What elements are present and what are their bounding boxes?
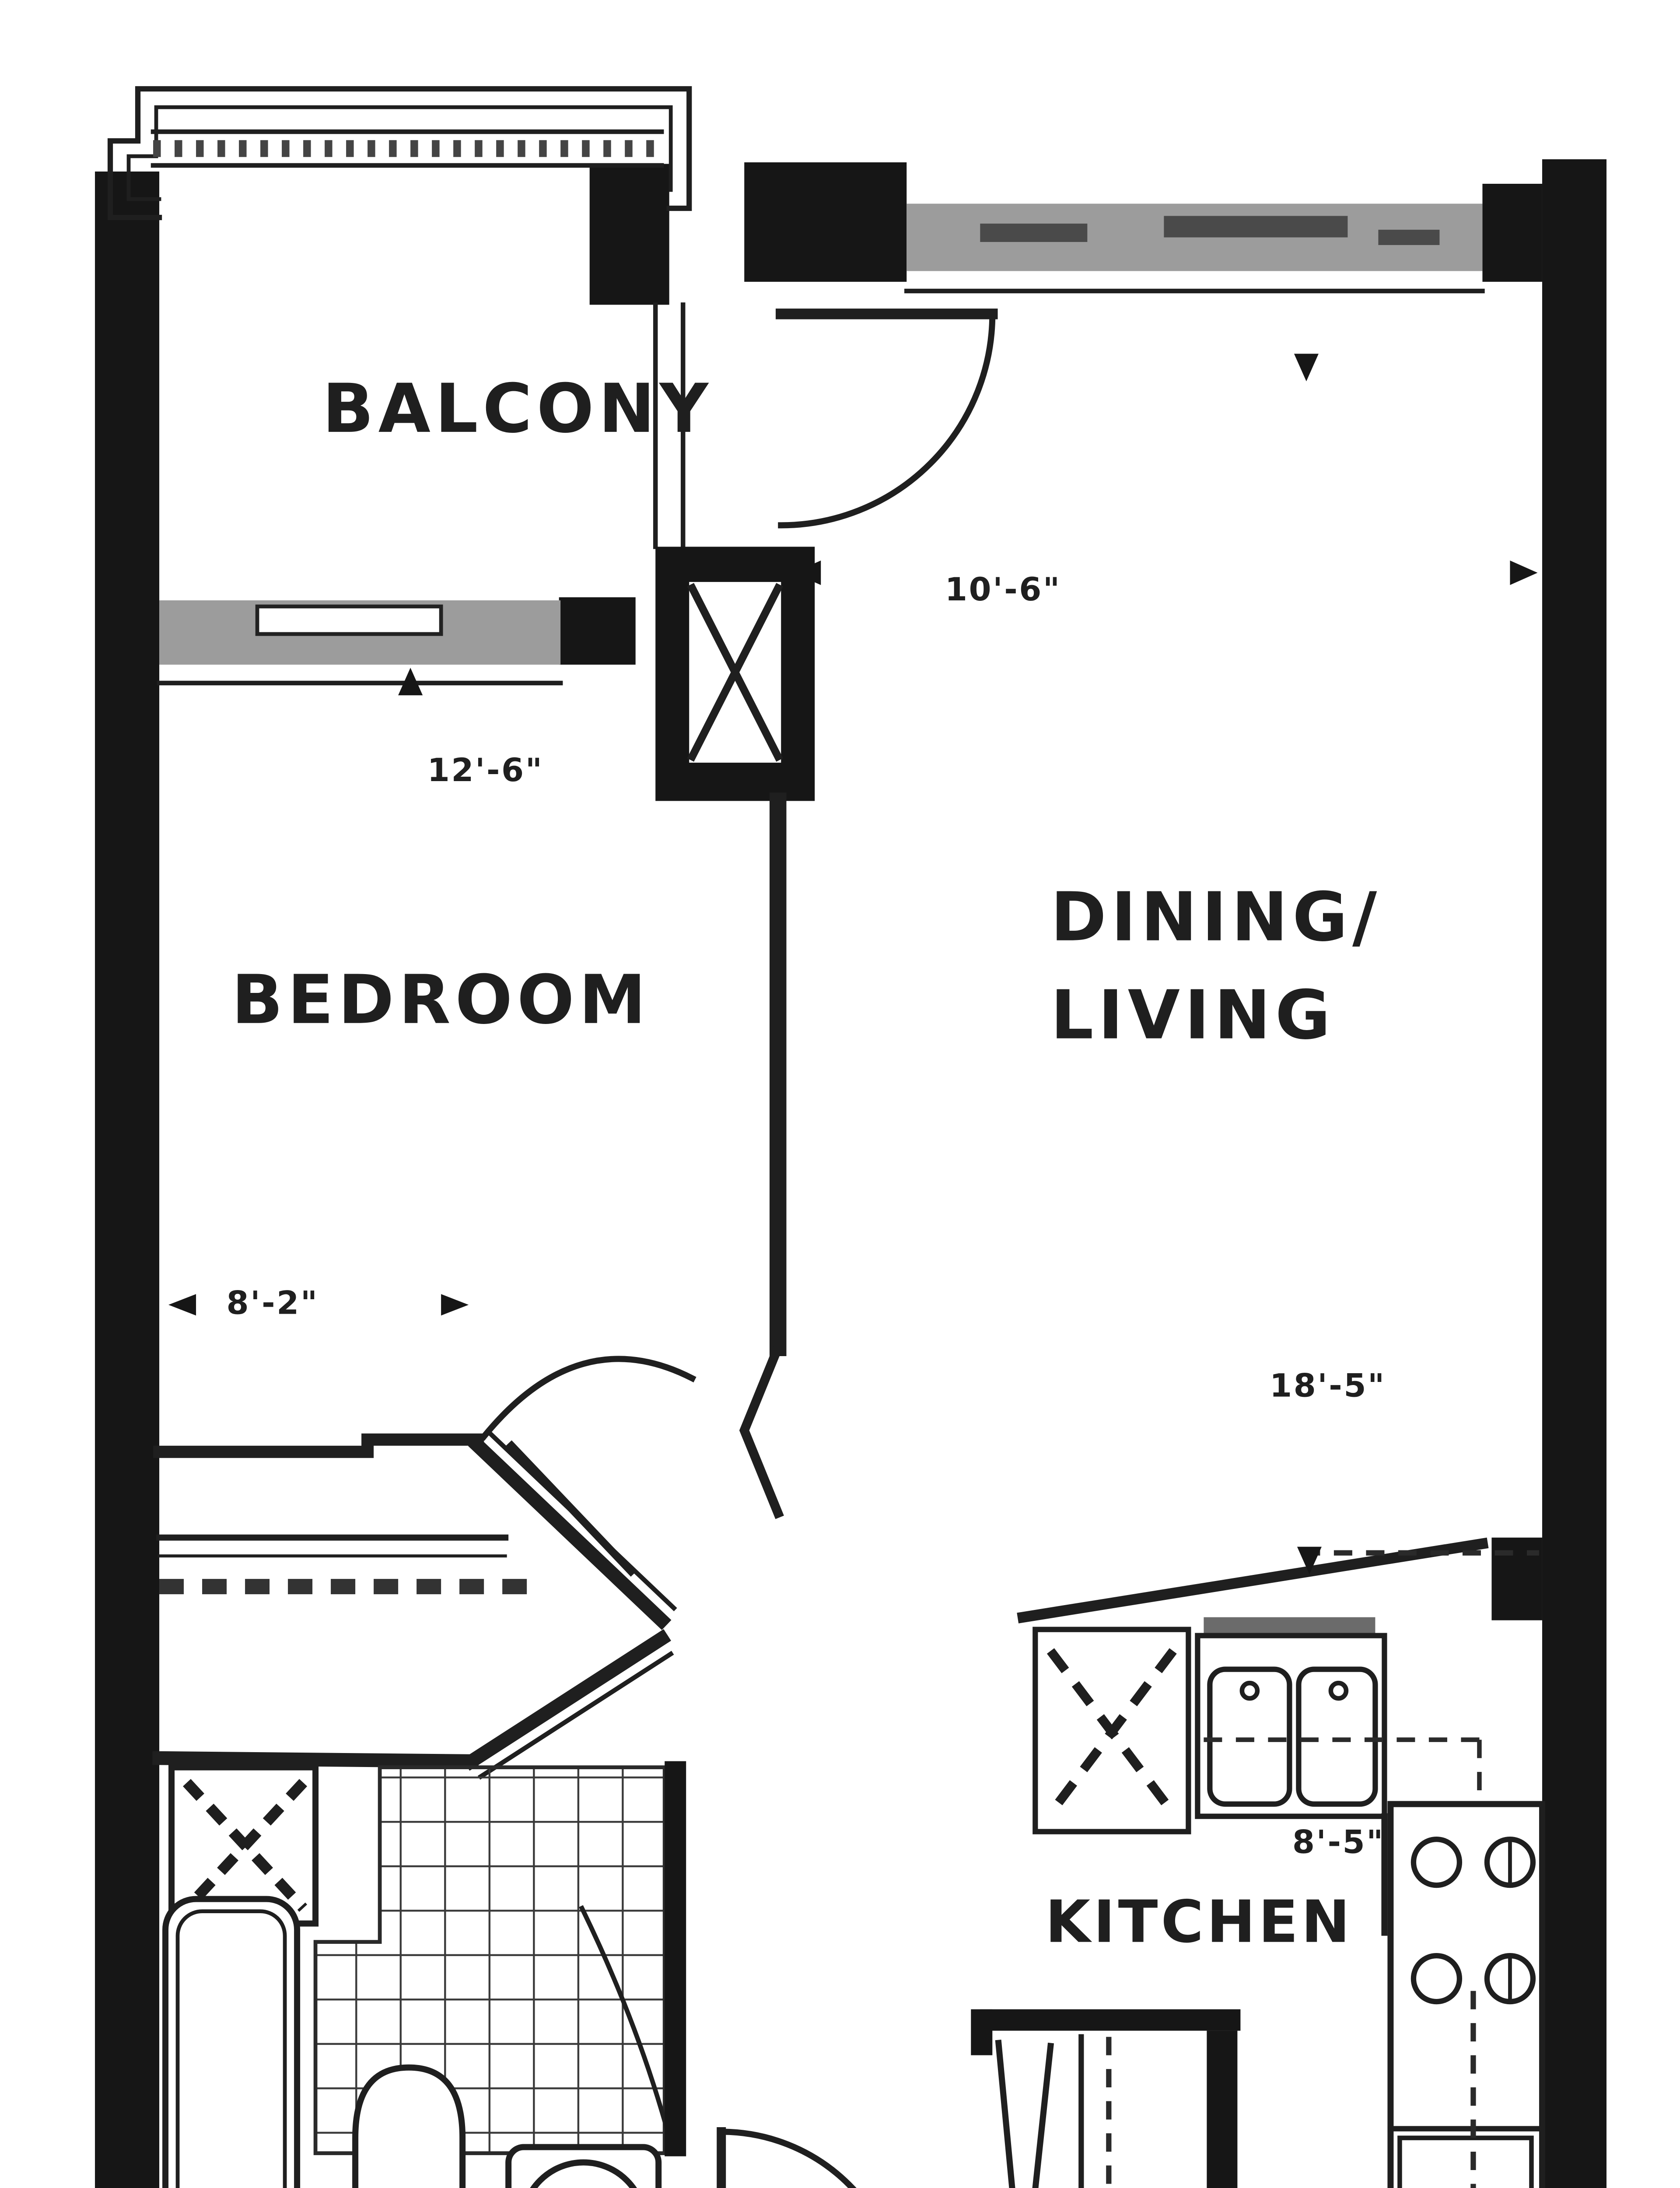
exterior-walls — [95, 159, 1606, 2188]
hall-angled-wall-lower — [462, 1629, 671, 1771]
slider-end-wall-block — [559, 597, 636, 665]
window-hatch-3 — [1378, 229, 1440, 245]
balcony-sliding-door — [157, 600, 563, 695]
toilet-bowl — [352, 2064, 466, 2188]
kitchen-wall-wedge — [1491, 1537, 1542, 1620]
dimension-ticks — [168, 560, 1538, 1574]
left-wall — [95, 171, 160, 2188]
balcony-swing-door — [775, 309, 998, 529]
bathroom — [152, 1751, 686, 2188]
dimension-arrow-right-icon — [441, 1294, 469, 1316]
laundry-x-line-2 — [183, 1779, 308, 1912]
entry — [717, 2009, 1241, 2188]
bedroom-door-swing-arc — [480, 1356, 696, 1441]
right-wall — [1542, 159, 1606, 2188]
oven-cabinet — [1397, 2135, 1534, 2188]
living-window — [904, 203, 1485, 382]
dimension-arrow-up-icon — [398, 667, 423, 695]
closet-bifold-panel-2 — [1032, 2042, 1054, 2188]
dimension-arrow-left-icon — [793, 560, 821, 585]
kitchen-label: KITCHEN — [1045, 1889, 1353, 1956]
shower-tile-floor — [313, 1765, 667, 2155]
faucet-right-icon — [1328, 1680, 1349, 1701]
faucet-left-icon — [1239, 1680, 1260, 1701]
kitchen — [1017, 1537, 1545, 2188]
balcony-label: BALCONY — [322, 370, 713, 448]
sink-bowl-left — [1207, 1666, 1292, 1807]
bedroom-south-wall — [153, 1433, 484, 1458]
window-hatch-1 — [980, 223, 1088, 242]
sink-bowl-right — [1296, 1666, 1378, 1807]
bathroom-north-wall — [152, 1751, 479, 1768]
shower-curtain-curve — [579, 1905, 671, 2135]
dining-depth-dimension: 18'-5" — [1270, 1368, 1386, 1405]
dimension-arrow-left-icon — [168, 1294, 196, 1316]
hall-angled-wall-upper — [468, 1436, 672, 1630]
bathroom-east-wall — [665, 1761, 686, 2156]
shaft-x-line-2 — [687, 583, 784, 762]
bedroom-label: BEDROOM — [231, 961, 651, 1039]
top-wall-door-anchor — [744, 162, 907, 282]
dimension-arrow-down-icon — [1294, 354, 1319, 382]
sliding-door-panel — [255, 604, 443, 636]
entry-closet-east-wall — [1207, 2030, 1238, 2188]
sink-backsplash — [1204, 1617, 1376, 1636]
service-shaft — [655, 547, 815, 801]
balcony-structure — [107, 86, 692, 549]
balcony-door-swing-arc — [778, 311, 996, 529]
entry-door-swing-arc — [718, 2128, 857, 2188]
top-wall-window-anchor — [1482, 183, 1542, 282]
bedroom-closet — [153, 1430, 677, 1780]
balcony-slab-outline-outer — [107, 86, 692, 221]
kitchen-counter-edge — [1017, 1537, 1489, 1623]
window-hatch-2 — [1164, 216, 1348, 238]
balcony-right-wall-block — [589, 164, 669, 305]
bedroom-depth-dimension: 8'-2" — [227, 1285, 319, 1322]
entry-closet-north-wall — [980, 2009, 1241, 2031]
dimension-arrow-right-icon — [1510, 560, 1538, 585]
closet-bifold-panel-1 — [995, 2039, 1015, 2188]
burner-icon — [1410, 1953, 1463, 2005]
hall-angled-wall-lower-face — [477, 1651, 674, 1780]
bathroom-sink — [530, 2159, 637, 2188]
dining-width-dimension: 10'-6" — [945, 571, 1061, 608]
kitchen-width-dimension: 8'-5" — [1292, 1824, 1385, 1861]
dining-label-line1: DINING/ — [1050, 878, 1381, 957]
bedroom-width-dimension: 12'-6" — [427, 752, 544, 789]
dining-label-line2: LIVING — [1050, 976, 1335, 1055]
labels: BALCONY BEDROOM DINING/ LIVING KITCHEN 1… — [227, 370, 1386, 1956]
hall-angled-wall-upper-face — [486, 1430, 677, 1612]
burner-icon — [1410, 1836, 1463, 1888]
partition-v-return — [739, 1342, 784, 1519]
dimension-arrow-down-icon — [1297, 1546, 1322, 1574]
bathtub-inner — [175, 1909, 287, 2188]
kitchen-x-line-2 — [1046, 1648, 1177, 1816]
